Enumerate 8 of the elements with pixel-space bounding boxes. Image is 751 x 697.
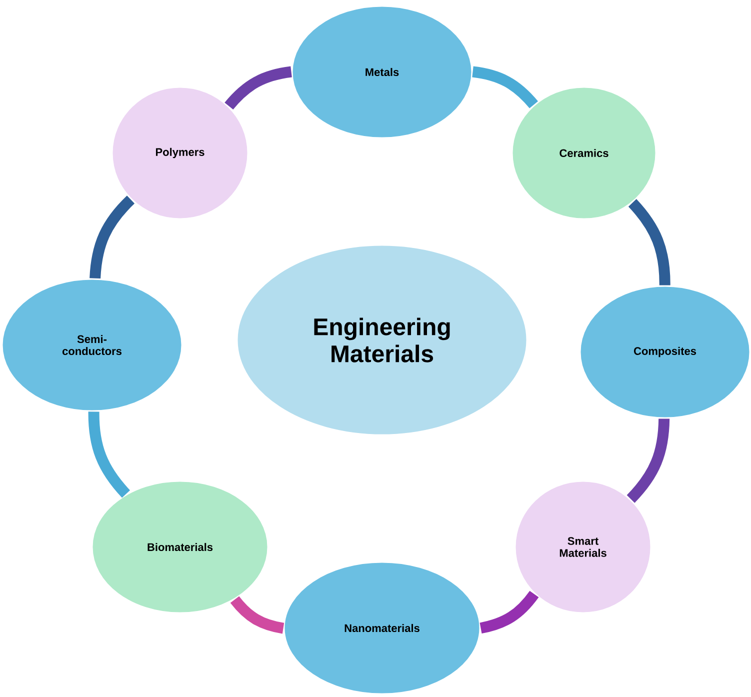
- connector-arc: [88, 412, 130, 498]
- connector-arc: [472, 66, 538, 108]
- connector-arc: [90, 196, 135, 279]
- connector-arc: [626, 418, 670, 503]
- connector-arc: [480, 590, 539, 634]
- connector-arc: [224, 66, 292, 110]
- connector-arc: [230, 596, 284, 634]
- connector-arc: [628, 199, 670, 286]
